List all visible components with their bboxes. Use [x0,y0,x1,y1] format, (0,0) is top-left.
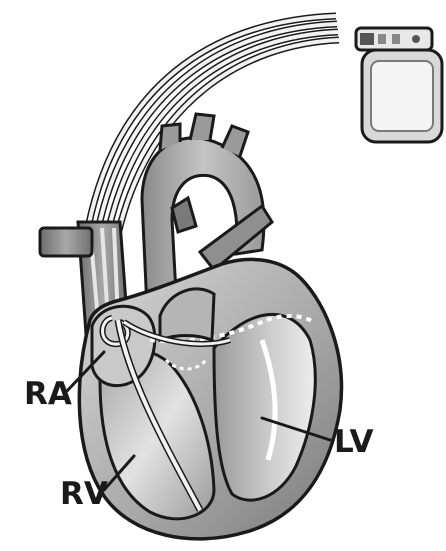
label-rv: RV [60,476,108,512]
label-lv: LV [334,424,373,460]
heart [79,259,341,538]
label-ra: RA [24,376,72,412]
pacemaker-device-icon [356,28,442,142]
brachiocephalic-vein [40,228,92,256]
